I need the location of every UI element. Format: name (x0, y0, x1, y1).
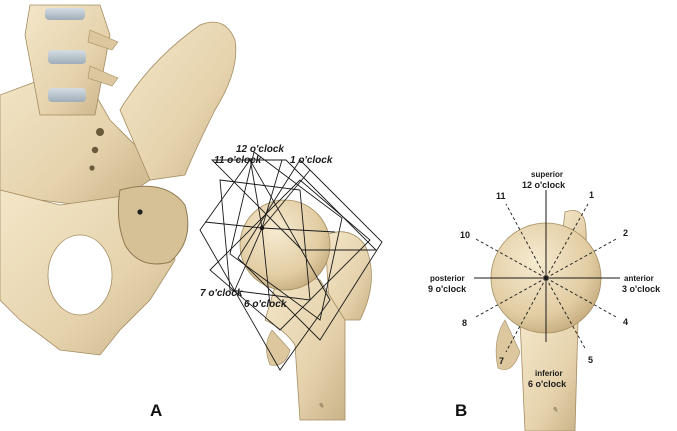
hour-label-1: 1 (589, 190, 594, 200)
lumbar-spine (25, 5, 118, 115)
label-inferior: inferior (535, 369, 563, 378)
artist-signature-b: ✎ (552, 406, 558, 414)
label-6-oclock-b: 6 o'clock (528, 379, 567, 389)
panel-label-a: A (150, 401, 162, 420)
hour-label-4: 4 (623, 317, 628, 327)
label-1-oclock-a: 1 o'clock (290, 155, 333, 166)
label-superior: superior (531, 170, 563, 179)
intervertebral-disc (48, 50, 86, 64)
intervertebral-disc (45, 8, 85, 20)
label-12-oclock-a: 12 o'clock (236, 144, 284, 155)
label-12-oclock-b: 12 o'clock (522, 180, 566, 190)
label-posterior: posterior (430, 274, 465, 283)
hour-label-5: 5 (588, 355, 593, 365)
label-9-oclock-b: 9 o'clock (428, 284, 467, 294)
label-7-oclock-a: 7 o'clock (200, 288, 243, 299)
artist-signature-a: ✎ (318, 402, 324, 410)
label-3-oclock-b: 3 o'clock (622, 284, 661, 294)
hour-label-7: 7 (499, 356, 504, 366)
hour-label-8: 8 (462, 318, 467, 328)
intervertebral-disc (48, 88, 86, 102)
panel-label-b: B (455, 401, 467, 420)
hour-label-2: 2 (623, 228, 628, 238)
hour-label-10: 10 (460, 230, 470, 240)
label-11-oclock-a: 11 o'clock (214, 155, 262, 166)
label-anterior: anterior (624, 274, 654, 283)
label-6-oclock-a: 6 o'clock (244, 299, 287, 310)
hour-label-11: 11 (496, 191, 506, 201)
